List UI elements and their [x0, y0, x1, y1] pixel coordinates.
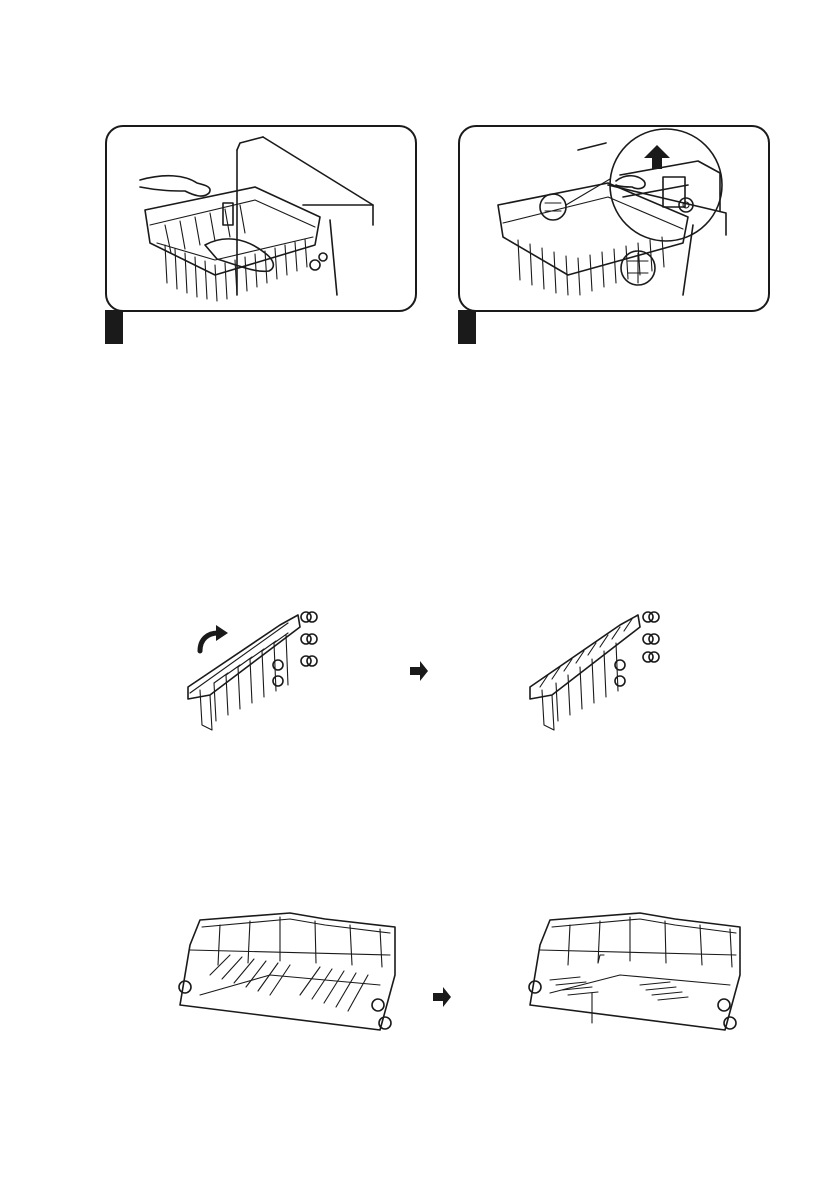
step-2-figure — [458, 125, 770, 347]
step-3-figure — [170, 595, 670, 740]
right-arrow-icon — [410, 661, 428, 681]
right-arrow-icon — [433, 987, 451, 1007]
step-2-tab — [458, 310, 476, 344]
step-1-figure — [105, 125, 417, 347]
step-4-figure — [140, 905, 750, 1045]
up-arrow-icon — [644, 145, 670, 169]
rack-release-latch-detail-illustration — [458, 125, 770, 312]
step-1-tab — [105, 310, 123, 344]
lower-basket-fold-tines-illustration — [140, 905, 750, 1045]
hands-holding-rack-illustration — [105, 125, 417, 312]
fold-rack-rail-illustration — [170, 595, 670, 740]
